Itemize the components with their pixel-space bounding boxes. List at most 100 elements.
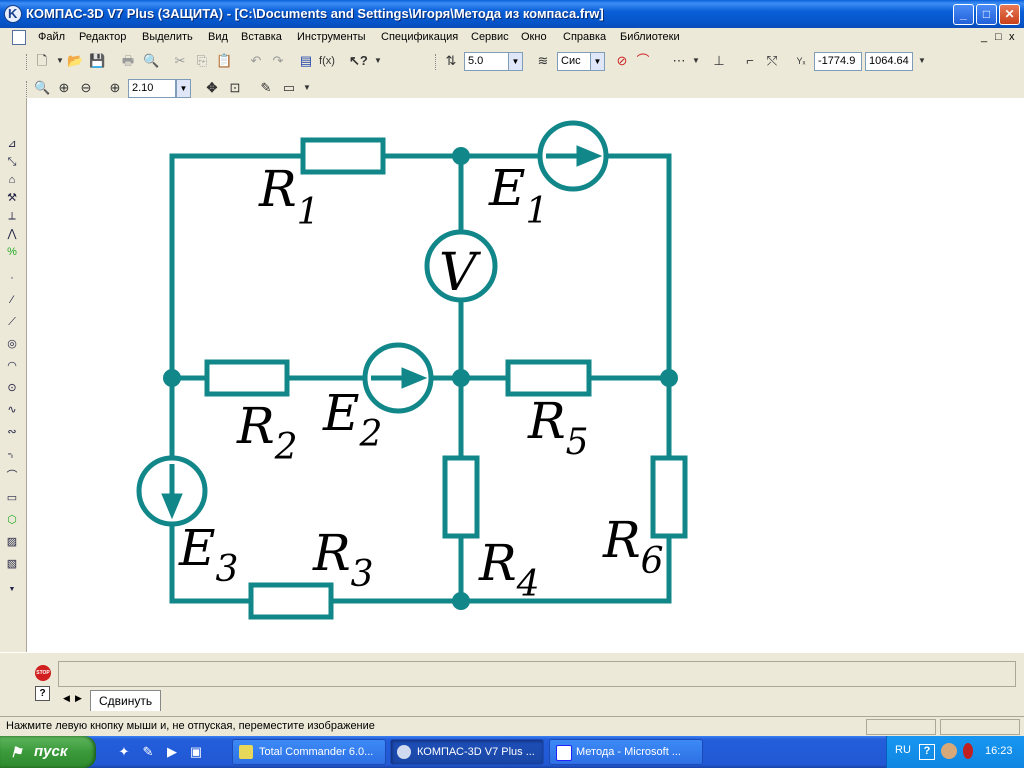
menu-file[interactable]: Файл bbox=[38, 31, 66, 43]
layer-icon[interactable]: ≋ bbox=[537, 53, 549, 68]
round-icon[interactable]: ⤲ bbox=[766, 53, 778, 68]
cut-icon[interactable]: ✂ bbox=[174, 53, 186, 68]
quicklaunch-save-icon[interactable]: ▣ bbox=[189, 744, 203, 759]
zoom-scale-icon[interactable]: ⊕ bbox=[109, 80, 121, 95]
paste-icon[interactable]: 📋 bbox=[216, 53, 233, 68]
bezier-tool-icon[interactable]: ∾ bbox=[7, 426, 17, 438]
point-tool-icon[interactable]: · bbox=[10, 272, 14, 284]
print-icon[interactable]: 🖶 bbox=[121, 53, 135, 68]
menu-editor[interactable]: Редактор bbox=[79, 31, 127, 43]
ellipse-tool-icon[interactable]: ⊙ bbox=[7, 382, 17, 394]
circle-tool-icon[interactable]: ◎ bbox=[7, 338, 17, 350]
symbols-tool-icon[interactable]: ⌂ bbox=[8, 174, 16, 186]
step-icon[interactable]: ⇅ bbox=[445, 53, 457, 68]
step-dropdown[interactable]: ▼ bbox=[508, 52, 523, 71]
fill-tool-icon[interactable]: ▧ bbox=[6, 558, 18, 570]
show-all-icon[interactable]: ⊡ bbox=[229, 80, 241, 95]
task-total-commander[interactable]: Total Commander 6.0... bbox=[232, 739, 386, 765]
close-button[interactable]: ✕ bbox=[999, 4, 1020, 25]
select-tool-icon[interactable]: % bbox=[7, 246, 17, 258]
zoom-out-icon[interactable]: ⊖ bbox=[80, 80, 92, 95]
title-bar[interactable]: КОМПАС-3D V7 Plus (ЗАЩИТА) - [C:\Documen… bbox=[0, 0, 1024, 28]
menu-select[interactable]: Выделить bbox=[142, 31, 193, 43]
copy-icon[interactable]: ⎘ bbox=[196, 53, 208, 68]
variables-icon[interactable]: ▤ bbox=[299, 53, 313, 68]
coord-y-field[interactable]: 1064.64 bbox=[865, 52, 913, 71]
open-folder-icon[interactable]: 📂 bbox=[67, 53, 84, 68]
ortho-icon[interactable]: ⌐ bbox=[746, 53, 754, 68]
chamfer-tool-icon[interactable]: ⌍ bbox=[7, 448, 17, 460]
local-cs-icon[interactable]: ⊥ bbox=[713, 53, 725, 68]
toolbar-grip[interactable] bbox=[435, 54, 439, 70]
mdi-restore-button[interactable]: □ bbox=[995, 31, 1002, 43]
stop-icon[interactable]: STOP bbox=[35, 665, 51, 681]
function-icon[interactable]: f(x) bbox=[319, 55, 335, 67]
zoom-window-icon[interactable]: 🔍 bbox=[34, 80, 51, 95]
mdi-minimize-button[interactable]: _ bbox=[981, 31, 988, 43]
snap-icon[interactable]: ⊘ bbox=[616, 53, 628, 68]
hatch-tool-icon[interactable]: ▨ bbox=[6, 536, 18, 548]
document-icon[interactable] bbox=[12, 30, 26, 45]
regenerate-icon[interactable]: ✎ bbox=[260, 80, 272, 95]
language-indicator[interactable]: RU bbox=[895, 744, 911, 756]
grid-icon[interactable]: ⋯ bbox=[672, 53, 686, 68]
task-word[interactable]: Метода - Microsoft ... bbox=[549, 739, 703, 765]
task-kompas[interactable]: КОМПАС-3D V7 Plus ... bbox=[390, 739, 544, 765]
pan-icon[interactable]: ✥ bbox=[206, 80, 218, 95]
mdi-close-button[interactable]: x bbox=[1009, 31, 1015, 43]
tab-right-arrow-icon[interactable]: ▶ bbox=[75, 693, 82, 703]
style-dropdown[interactable]: ▼ bbox=[590, 52, 605, 71]
auxiliary-line-icon[interactable]: ⁄ bbox=[11, 294, 13, 306]
drawing-canvas[interactable]: R1 E1 V R2 E2 R5 E3 R3 R4 R6 bbox=[26, 98, 1024, 652]
parameter-field[interactable] bbox=[58, 661, 1016, 687]
new-document-icon[interactable]: 🗋 bbox=[36, 53, 48, 68]
polygon-tool-icon[interactable]: ⬡ bbox=[7, 514, 17, 526]
save-icon[interactable]: 💾 bbox=[89, 53, 106, 68]
quicklaunch-explorer-icon[interactable]: ▶ bbox=[167, 744, 177, 759]
step-input[interactable]: 5.0 bbox=[464, 52, 509, 71]
minimize-button[interactable]: _ bbox=[953, 4, 974, 25]
display-icon[interactable]: ▭ bbox=[282, 80, 296, 95]
parametrization-tool-icon[interactable]: ⟂ bbox=[8, 210, 16, 222]
menu-service[interactable]: Сервис bbox=[471, 31, 509, 43]
zoom-in-icon[interactable]: ⊕ bbox=[58, 80, 70, 95]
kompas-app-icon[interactable] bbox=[4, 5, 22, 23]
undo-icon[interactable]: ↶ bbox=[250, 53, 262, 68]
new-dropdown-icon[interactable]: ▼ bbox=[56, 56, 64, 65]
menu-specification[interactable]: Спецификация bbox=[381, 31, 459, 43]
more-tools-icon[interactable]: ▼ bbox=[8, 586, 16, 593]
display-dropdown-icon[interactable]: ▼ bbox=[303, 83, 311, 92]
maximize-button[interactable]: □ bbox=[976, 4, 997, 25]
help-icon[interactable]: ? bbox=[35, 686, 50, 701]
geometry-tool-icon[interactable]: ⊿ bbox=[7, 138, 17, 150]
quicklaunch-runner-icon[interactable]: ✦ bbox=[118, 744, 130, 759]
coord-x-field[interactable]: -1774.9 bbox=[814, 52, 862, 71]
menu-view[interactable]: Вид bbox=[208, 31, 228, 43]
menu-libraries[interactable]: Библиотеки bbox=[620, 31, 680, 43]
zoom-scale-dropdown[interactable]: ▼ bbox=[176, 79, 191, 98]
menu-insert[interactable]: Вставка bbox=[241, 31, 282, 43]
redo-icon[interactable]: ↷ bbox=[272, 53, 284, 68]
tray-antivirus-icon[interactable] bbox=[963, 743, 973, 759]
menu-window[interactable]: Окно bbox=[521, 31, 547, 43]
tray-arrow-icon[interactable] bbox=[941, 743, 957, 759]
zoom-scale-input[interactable]: 2.10 bbox=[128, 79, 176, 98]
fillet-tool-icon[interactable]: ⌒ bbox=[6, 470, 18, 482]
rectangle-tool-icon[interactable]: ▭ bbox=[6, 492, 18, 504]
grid-dropdown-icon[interactable]: ▼ bbox=[692, 56, 700, 65]
toolbar-grip[interactable] bbox=[26, 54, 30, 70]
context-help-icon[interactable]: ↖? bbox=[349, 53, 368, 68]
tray-help-icon[interactable]: ? bbox=[919, 744, 935, 760]
spline-tool-icon[interactable]: ∿ bbox=[7, 404, 17, 416]
tab-left-arrow-icon[interactable]: ◀ bbox=[63, 693, 70, 703]
edit-tool-icon[interactable]: ⚒ bbox=[7, 192, 17, 204]
magnet-icon[interactable]: ⌒ bbox=[636, 53, 650, 68]
quicklaunch-pencil-icon[interactable]: ✎ bbox=[142, 744, 154, 759]
print-preview-icon[interactable]: 🔍 bbox=[143, 53, 160, 68]
coords-dropdown-icon[interactable]: ▼ bbox=[918, 56, 926, 65]
measure-tool-icon[interactable]: ⋀ bbox=[7, 228, 17, 240]
segment-tool-icon[interactable]: ⟋ bbox=[8, 316, 16, 328]
menu-tools[interactable]: Инструменты bbox=[297, 31, 366, 43]
tab-shift[interactable]: Сдвинуть bbox=[90, 690, 162, 711]
menu-help[interactable]: Справка bbox=[563, 31, 607, 43]
